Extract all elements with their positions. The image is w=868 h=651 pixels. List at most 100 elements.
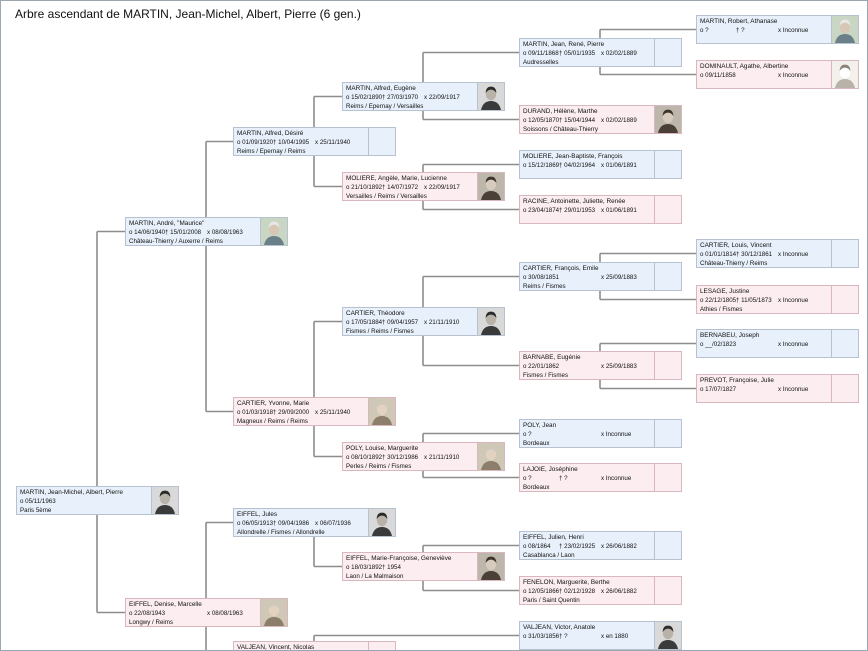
person-places: Bordeaux xyxy=(523,440,550,447)
person-card[interactable]: MARTIN, André, "Maurice"o 14/06/1940† 15… xyxy=(125,217,288,246)
person-card[interactable]: MARTIN, Alfred, Désiré o 01/09/1920† 10/0… xyxy=(233,127,396,156)
person-name: RACINE, Antoinette, Juliette, Renée xyxy=(523,198,626,205)
birth-date: o 06/05/1913 xyxy=(237,520,274,527)
birth-date: o 01/09/1920 xyxy=(237,139,274,146)
old-woman-photo xyxy=(260,599,287,626)
marriage-date: x 01/06/1891 xyxy=(601,162,637,169)
marriage-date: x Inconnue xyxy=(601,431,632,438)
person-places: Casablanca / Laon xyxy=(523,552,575,559)
person-name: MOLIERE, Jean-Baptiste, François xyxy=(523,153,623,160)
person-places: Versailles / Reims / Versailles xyxy=(346,193,427,200)
death-date: † 09/04/1957 xyxy=(382,319,419,326)
birth-date: o 08/10/1892 xyxy=(346,454,383,461)
person-name: CARTIER, Théodore xyxy=(346,310,405,317)
person-name: MARTIN, Alfred, Désiré xyxy=(237,130,304,137)
marriage-date: x en 1880 xyxy=(601,633,629,640)
birth-date: o 18/03/1892 xyxy=(346,564,383,571)
birth-date: o 21/10/1892 xyxy=(346,184,383,191)
person-name: MARTIN, André, "Maurice" xyxy=(129,220,205,227)
birth-date: o 15/12/1869 xyxy=(523,162,560,169)
death-date: † 1954 xyxy=(382,564,401,571)
birth-date: o 22/08/1943 xyxy=(129,610,166,617)
marriage-date: x Inconnue xyxy=(778,251,809,258)
person-name: CARTIER, François, Emile xyxy=(523,265,599,272)
photo-placeholder xyxy=(654,151,681,178)
person-places: Audresselles xyxy=(523,59,559,66)
birth-date: o 09/11/1868 xyxy=(523,50,559,57)
person-name: EIFFEL, Marie-Françoise, Geneviève xyxy=(346,555,452,562)
man-photo xyxy=(151,487,178,514)
woman-photo xyxy=(477,553,504,580)
person-card[interactable]: FENELON, Marguerite, Berthe o 12/05/1866†… xyxy=(519,576,682,605)
photo-placeholder xyxy=(831,375,858,402)
photo-placeholder xyxy=(654,464,681,491)
photo-placeholder xyxy=(654,420,681,447)
person-card[interactable]: MARTIN, Jean, René, Pierre o 09/11/1868† … xyxy=(519,38,682,67)
birth-date: o ? xyxy=(700,27,709,34)
death-date: † 11/05/1873 xyxy=(736,297,772,304)
person-name: MARTIN, Robert, Athanase xyxy=(700,18,778,25)
person-name: VALJEAN, Victor, Anatole xyxy=(523,624,596,631)
photo-placeholder xyxy=(831,286,858,313)
person-dates: o 31/03/1856† ?x en 1880 xyxy=(523,633,641,640)
person-name: FENELON, Marguerite, Berthe xyxy=(523,579,610,586)
person-name: EIFFEL, Jules xyxy=(237,511,278,518)
old-man-photo xyxy=(831,16,858,43)
person-card[interactable]: MOLIERE, Jean-Baptiste, François o 15/12/… xyxy=(519,150,682,179)
death-date: † ? xyxy=(559,475,568,482)
death-date: † ? xyxy=(736,27,745,34)
person-dates: o 05/11/1963 xyxy=(20,498,138,505)
person-card[interactable]: VALJEAN, Vincent, Nicolas xyxy=(233,641,396,650)
death-date: † 05/01/1935 xyxy=(559,50,596,57)
death-date: † 02/12/1928 xyxy=(559,588,596,595)
marriage-date: x 22/09/1917 xyxy=(424,184,460,191)
marriage-date: x 25/09/1883 xyxy=(601,363,637,370)
person-places: Paris 5ème xyxy=(20,507,52,514)
death-date: † 15/01/2008 xyxy=(165,229,202,236)
person-places: Reims / Epernay / Versailles xyxy=(346,103,424,110)
person-card[interactable]: VALJEAN, Victor, Anatole o 31/03/1856† ?x… xyxy=(519,621,682,650)
person-places: Bordeaux xyxy=(523,484,550,491)
marriage-date: x 21/11/1910 xyxy=(424,319,460,326)
person-card[interactable]: EIFFEL, Marie-Françoise, Geneviève o 18/0… xyxy=(342,552,505,581)
marriage-date: x Inconnue xyxy=(778,341,809,348)
man-photo xyxy=(368,509,395,536)
person-places: Magneux / Reims / Reims xyxy=(237,418,308,425)
person-name: CARTIER, Yvonne, Marie xyxy=(237,400,310,407)
marriage-date: x 21/11/1910 xyxy=(424,454,460,461)
person-places: Château-Thierry / Auxerre / Reims xyxy=(129,238,223,245)
person-name: MARTIN, Jean, René, Pierre xyxy=(523,41,605,48)
person-name: MARTIN, Alfred, Eugène xyxy=(346,85,416,92)
marriage-date: x Inconnue xyxy=(778,297,809,304)
person-places: Paris / Saint Quentin xyxy=(523,597,580,604)
person-dates: o 18/03/1892† 1954 xyxy=(346,564,464,571)
person-card[interactable]: RACINE, Antoinette, Juliette, Renée o 23/… xyxy=(519,195,682,224)
